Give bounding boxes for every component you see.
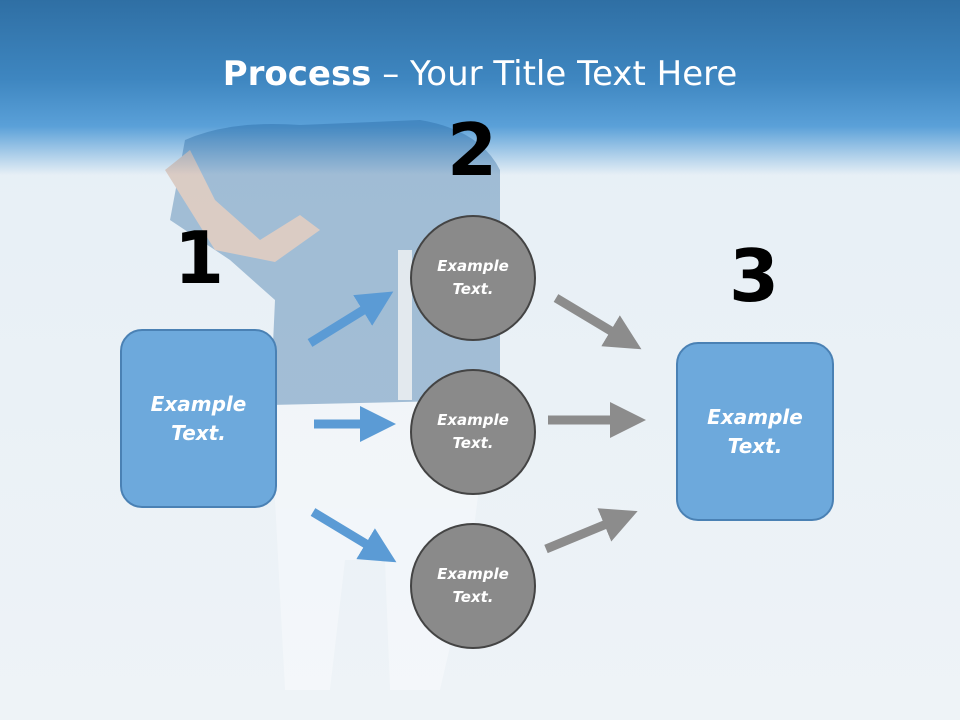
left-box[interactable]: Example Text. (120, 329, 277, 508)
arrow-top-to-right (553, 294, 642, 350)
title-rest: – Your Title Text Here (371, 54, 738, 94)
circle-top-text: Example Text. (437, 257, 509, 298)
step-number-2: 2 (446, 108, 498, 192)
right-box[interactable]: Example Text. (676, 342, 834, 521)
circle-middle[interactable]: Example Text. (410, 369, 536, 495)
step-number-1: 1 (173, 216, 225, 300)
circle-top[interactable]: Example Text. (410, 215, 536, 341)
header-band (0, 0, 960, 175)
arrow-left-to-top (307, 291, 394, 347)
title-bold: Process (222, 54, 372, 94)
circle-bottom-text: Example Text. (437, 565, 509, 606)
slide-title: Process – Your Title Text Here (0, 52, 960, 96)
circle-middle-text: Example Text. (437, 411, 509, 452)
right-box-text: Example Text. (707, 404, 803, 458)
step-number-3: 3 (728, 234, 780, 318)
arrow-left-to-bottom (310, 508, 397, 563)
left-box-text: Example Text. (150, 391, 247, 445)
arrow-bottom-to-right (544, 508, 638, 554)
circle-bottom[interactable]: Example Text. (410, 523, 536, 649)
